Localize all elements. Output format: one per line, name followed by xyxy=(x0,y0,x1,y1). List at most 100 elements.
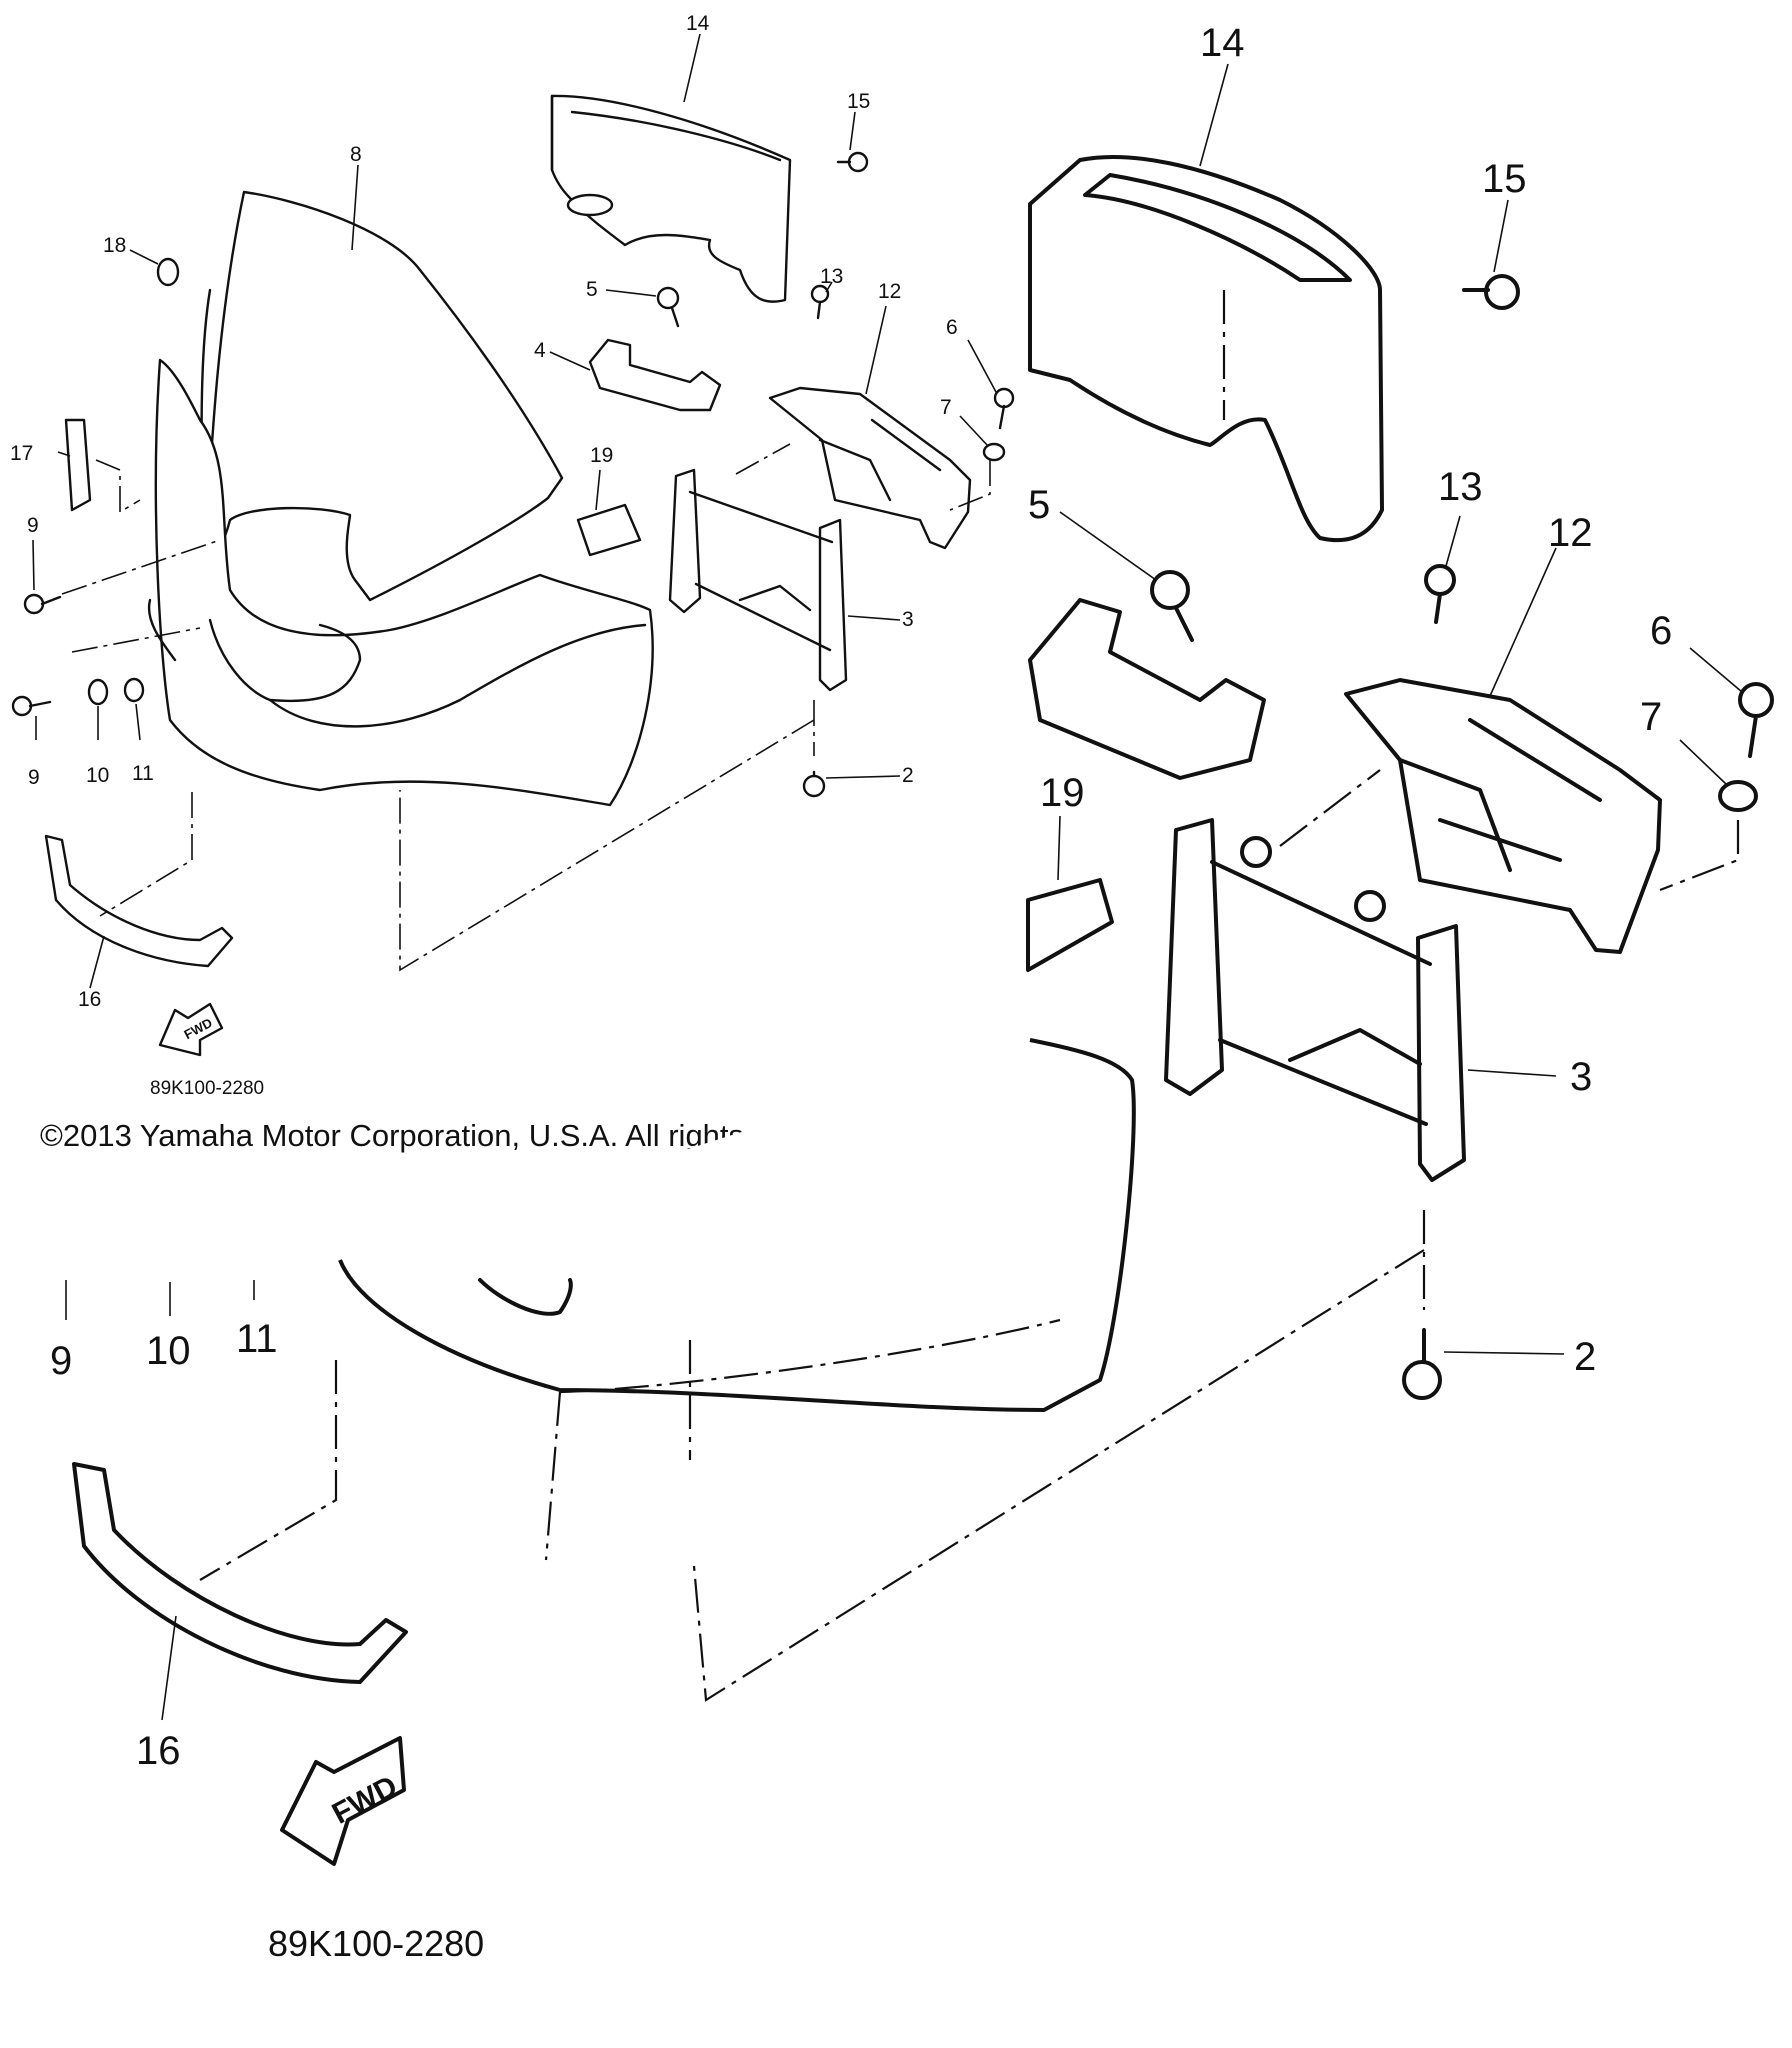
leader-15-large xyxy=(1493,199,1509,273)
part-fairing xyxy=(147,358,654,807)
guide-3-large xyxy=(1279,769,1381,847)
leader-3-large xyxy=(1467,1069,1557,1077)
callout-14-large: 14 xyxy=(1200,21,1245,65)
leader-4 xyxy=(549,351,591,371)
callout-15-large: 15 xyxy=(1482,157,1527,201)
callout-9-large: 9 xyxy=(50,1339,72,1383)
guide-9a xyxy=(61,539,221,595)
part-19-label-large xyxy=(1026,878,1114,972)
guide-7 xyxy=(949,460,991,511)
part-3-stay xyxy=(668,468,848,692)
leader-5 xyxy=(605,289,657,297)
callout-5: 5 xyxy=(586,278,598,301)
part-14-meter-cover-large xyxy=(1028,154,1384,543)
guide-7-large xyxy=(1659,820,1740,892)
leader-19 xyxy=(595,469,601,511)
part-fairing-large xyxy=(338,1038,1136,1561)
leader-13 xyxy=(825,281,833,293)
leader-18 xyxy=(129,249,159,265)
callout-11-large: 11 xyxy=(236,1317,278,1361)
callout-7: 7 xyxy=(940,396,952,419)
callout-9a: 9 xyxy=(27,514,39,537)
callout-15: 15 xyxy=(847,90,870,113)
guide-2-large xyxy=(692,1210,1426,1702)
leader-16-large xyxy=(161,1615,177,1721)
callout-9b: 9 xyxy=(28,766,40,789)
leader-16 xyxy=(89,935,105,989)
part-7-nut-large xyxy=(1718,780,1758,812)
part-5-bolt-large xyxy=(1150,570,1194,642)
part-4-handle-large xyxy=(1028,598,1266,780)
guide-17 xyxy=(95,459,141,514)
callout-2-large: 2 xyxy=(1574,1335,1596,1379)
leader-17 xyxy=(57,451,71,457)
part-13-screw xyxy=(810,284,830,320)
part-9-screw xyxy=(23,593,62,615)
leader-6 xyxy=(967,339,997,393)
guide-9b xyxy=(71,627,201,653)
callout-8: 8 xyxy=(350,143,362,166)
part-9-10-11-fasteners xyxy=(11,677,145,717)
callout-16-large: 16 xyxy=(136,1729,181,1773)
leader-7 xyxy=(959,415,989,447)
part-2-bolt xyxy=(802,770,826,798)
part-2-bolt-large xyxy=(1402,1328,1442,1400)
overview-diagram: 14 15 8 18 17 xyxy=(10,12,1015,1153)
callout-17: 17 xyxy=(10,442,33,465)
callout-11: 11 xyxy=(132,762,154,785)
callout-12: 12 xyxy=(878,280,901,303)
leader-7-large xyxy=(1679,739,1727,785)
part-5-bolt xyxy=(656,286,680,328)
part-6-bolt xyxy=(993,387,1015,430)
part-15-screw xyxy=(836,151,869,173)
leader-19-large xyxy=(1057,815,1061,881)
callout-6-large: 6 xyxy=(1650,609,1672,653)
leader-3 xyxy=(847,615,901,621)
diagram-code-large: 89K100-2280 xyxy=(268,1923,484,1964)
part-4-handle xyxy=(588,338,722,412)
part-3-stay-large xyxy=(1164,818,1466,1182)
leader-14-large xyxy=(1199,63,1229,167)
callout-16: 16 xyxy=(78,988,101,1011)
guide-16 xyxy=(99,792,193,917)
part-17-bracket xyxy=(64,418,92,512)
part-7-nut xyxy=(982,442,1006,462)
leader-9a xyxy=(32,539,35,591)
part-8-windshield xyxy=(200,190,564,602)
leader-15 xyxy=(849,111,856,151)
diagram-code: 89K100-2280 xyxy=(150,1078,264,1099)
guide-2 xyxy=(399,700,815,972)
fwd-arrow-large: FWD xyxy=(280,1736,406,1866)
leader-8 xyxy=(351,164,359,251)
callout-10: 10 xyxy=(86,764,109,787)
leader-6-large xyxy=(1689,647,1743,693)
part-12-bracket xyxy=(768,386,972,550)
leader-12-large xyxy=(1489,547,1557,697)
callout-2: 2 xyxy=(902,764,914,787)
part-12-bracket-large xyxy=(1344,678,1662,954)
part-13-screw-large xyxy=(1424,564,1456,624)
callout-13-large: 13 xyxy=(1438,465,1483,509)
callout-3: 3 xyxy=(902,608,914,631)
part-16-trim-strip xyxy=(44,834,234,968)
fwd-arrow: FWD xyxy=(158,1002,224,1057)
leader-12 xyxy=(865,305,887,395)
detail-diagram: 14 15 5 13 12 xyxy=(50,21,1774,1964)
part-16-trim-strip-large xyxy=(72,1462,408,1684)
guide-16-large xyxy=(199,1360,338,1581)
callout-18: 18 xyxy=(103,234,126,257)
callout-5-large: 5 xyxy=(1028,483,1050,527)
callout-6: 6 xyxy=(946,316,958,339)
callout-13: 13 xyxy=(820,265,843,288)
leader-13-large xyxy=(1445,515,1461,567)
callout-14: 14 xyxy=(686,12,710,35)
callout-7-large: 7 xyxy=(1640,695,1662,739)
part-18-emblem xyxy=(156,257,180,287)
part-19-label xyxy=(576,503,642,557)
leader-5-large xyxy=(1059,511,1157,581)
leader-11 xyxy=(135,703,141,741)
leader-14 xyxy=(683,33,701,103)
part-14-meter-cover xyxy=(550,94,792,303)
part-6-bolt-large xyxy=(1738,682,1774,758)
